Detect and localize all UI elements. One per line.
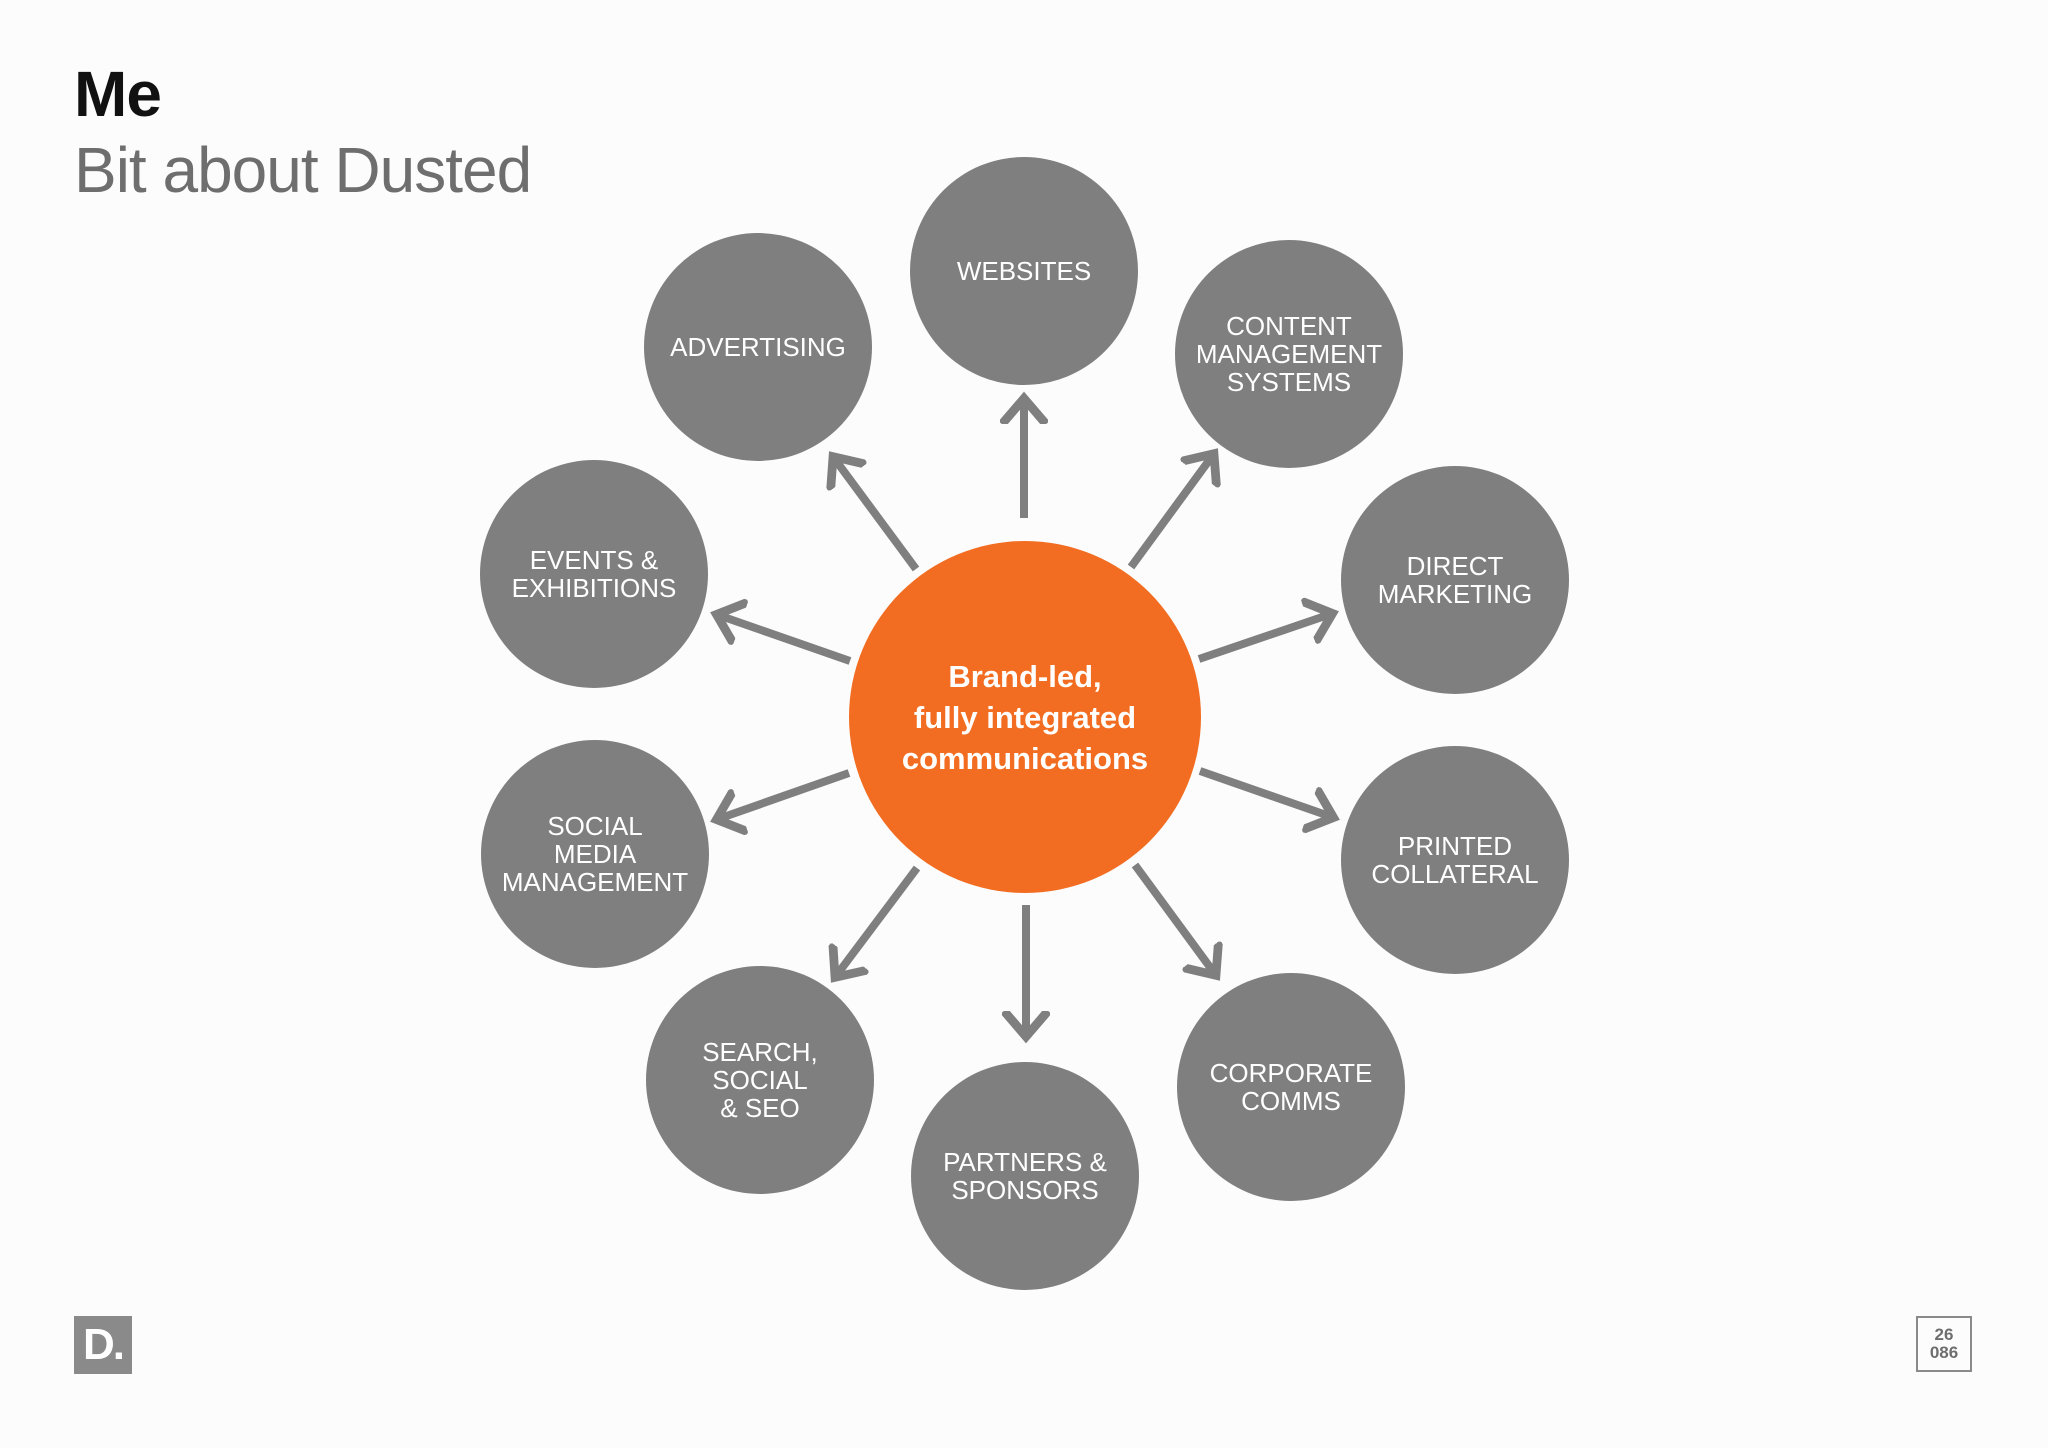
arrow-printed-collateral [1198, 767, 1332, 817]
arrow-advertising [834, 458, 920, 572]
node-content-management-systems: CONTENT MANAGEMENT SYSTEMS [1175, 240, 1403, 468]
arrow-corporate-comms [1131, 862, 1215, 974]
node-direct-marketing: DIRECT MARKETING [1341, 466, 1569, 694]
page-number-line-2: 086 [1929, 1343, 1959, 1362]
node-events-exhibitions: EVENTS & EXHIBITIONS [480, 460, 708, 688]
page-subtitle: Bit about Dusted [74, 134, 532, 206]
arrow-search-social-seo [836, 865, 921, 976]
dusted-logo: D. [74, 1316, 132, 1374]
node-social-media-management: SOCIAL MEDIA MANAGEMENT [481, 740, 709, 968]
node-corporate-comms: CORPORATE COMMS [1177, 973, 1405, 1201]
page-title: Me [74, 58, 162, 130]
node-websites: WEBSITES [910, 157, 1138, 385]
page-number-line-1: 26 [1934, 1325, 1954, 1344]
page-number-badge: 26 086 [1916, 1316, 1972, 1372]
node-search-social-seo: SEARCH, SOCIAL & SEO [646, 966, 874, 1194]
center-node: Brand-led, fully integrated communicatio… [849, 541, 1201, 893]
node-partners-sponsors: PARTNERS & SPONSORS [911, 1062, 1139, 1290]
node-advertising: ADVERTISING [644, 233, 872, 461]
node-printed-collateral: PRINTED COLLATERAL [1341, 746, 1569, 974]
arrow-social-media-management [718, 769, 851, 819]
arrow-events-exhibitions [718, 615, 852, 665]
arrow-direct-marketing [1197, 614, 1331, 663]
arrow-content-management [1127, 455, 1213, 570]
